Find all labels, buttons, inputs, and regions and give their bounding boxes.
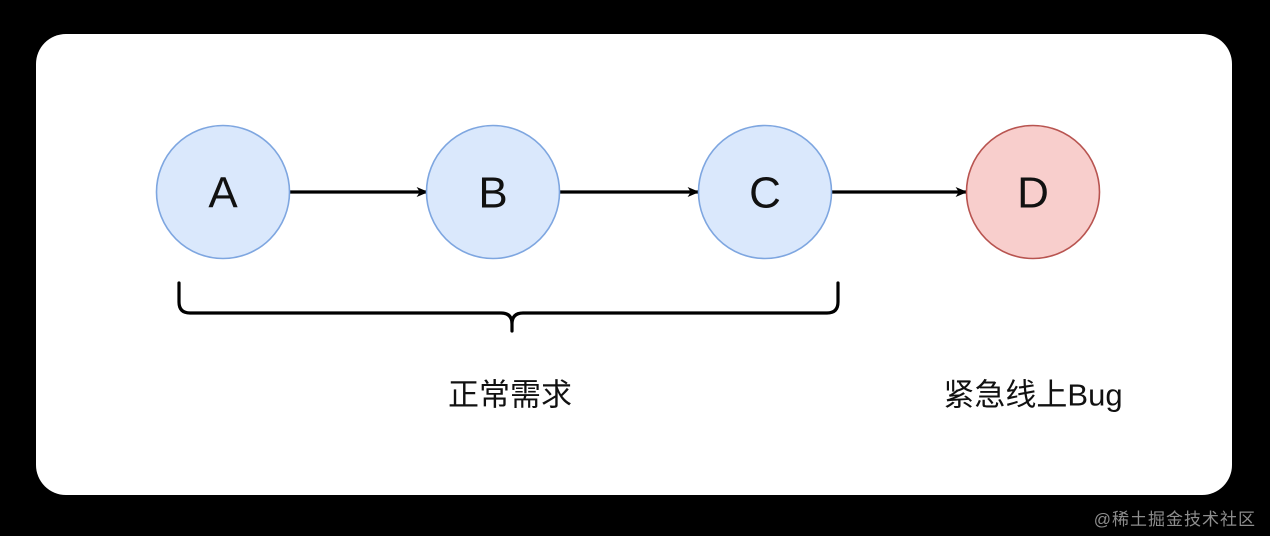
node-c[interactable]: C (697, 124, 833, 260)
node-a[interactable]: A (155, 124, 291, 260)
node-b-circle[interactable] (425, 124, 561, 260)
diagram-card (36, 34, 1232, 495)
node-d-circle[interactable] (965, 124, 1101, 260)
node-c-circle[interactable] (697, 124, 833, 260)
node-a-label: A (208, 169, 238, 218)
node-b-label: B (478, 169, 507, 218)
node-b[interactable]: B (425, 124, 561, 260)
node-d-label: D (1017, 169, 1049, 218)
group-brace (177, 281, 840, 333)
node-d[interactable]: D (965, 124, 1101, 260)
node-a-circle[interactable] (155, 124, 291, 260)
group-label-normal: 正常需求 (448, 378, 572, 413)
node-c-label: C (749, 169, 781, 218)
group-label-urgent: 紧急线上Bug (943, 378, 1122, 413)
watermark: @稀土掘金技术社区 (1093, 510, 1256, 529)
